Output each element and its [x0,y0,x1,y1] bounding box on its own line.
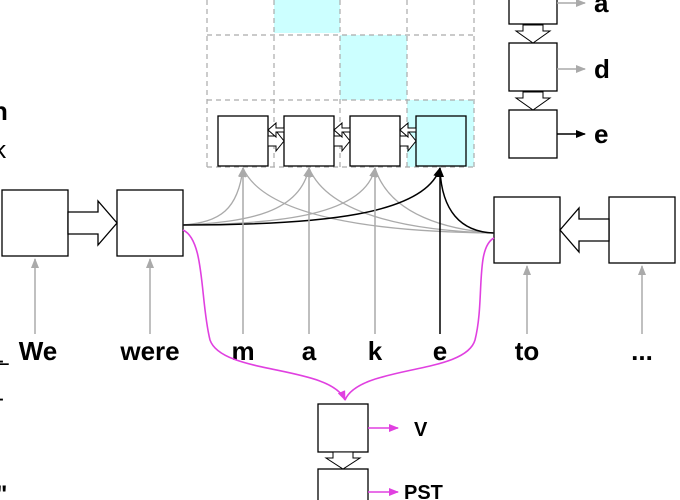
decoder-box-d [508,42,558,92]
backward-arrow-icon [399,121,417,139]
char-label: e [433,336,447,366]
decoder-box-e [508,109,558,159]
morph-context-paths [182,229,495,401]
left-edge-fragments: n k _ - - " [0,96,9,500]
morph-tag-label: PST [404,482,443,500]
decoded-char-label: a [594,0,609,18]
word-box-ellipsis [608,196,676,264]
active-attention [182,167,495,234]
decoder-box-a [508,0,558,25]
backward-arrow-icon [267,121,285,139]
char-box-m [217,115,269,167]
word-label: We [19,336,58,366]
context-arrow [182,167,246,226]
word-box-to [493,196,561,264]
context-arrow [308,167,495,234]
context-arrow [439,169,495,234]
forward-block-arrow-icon [67,199,118,247]
cropped-text-fragment: _ [0,336,9,366]
char-decoder: a d e [508,0,610,159]
morph-box-v [317,403,369,453]
attention-curves [182,167,495,234]
backward-block-arrow-icon [559,206,610,254]
grid-cell-highlight [340,35,407,100]
cropped-text-fragment: - [0,347,4,374]
input-arrows [31,167,646,334]
char-box-e [415,115,467,167]
morph-decoder: V PST [317,403,443,500]
context-arrow [182,167,312,226]
cropped-text-fragment: " [0,481,7,500]
down-arrow-icon [514,24,552,44]
magenta-arrow [182,229,346,401]
word-box-we [1,189,69,257]
decoded-char-label: e [594,119,608,149]
grid-cell-highlight [274,0,340,33]
down-arrow-icon [324,451,362,470]
cropped-text-fragment: k [0,137,7,164]
magenta-arrow [344,237,495,401]
word-label: to [515,336,540,366]
morph-box-pst [317,468,369,500]
word-label: ... [631,336,653,366]
decoded-char-label: d [594,54,610,84]
word-box-were [116,189,184,257]
morph-tag-label: V [414,419,428,441]
char-label: k [368,336,383,366]
cropped-text-fragment: n [0,96,8,126]
char-label: a [302,336,317,366]
word-encoder [1,189,676,264]
cropped-text-fragment: - [0,385,4,412]
down-arrow-icon [514,91,552,111]
char-box-k [349,115,401,167]
context-arrow [182,167,442,226]
backward-arrow-icon [333,121,351,139]
input-words: We were m a k e to ... [19,336,653,366]
char-box-a [283,115,335,167]
char-encoder-boxes [217,115,467,167]
context-arrow [242,167,495,234]
char-label: m [231,336,254,366]
word-label: were [119,336,179,366]
